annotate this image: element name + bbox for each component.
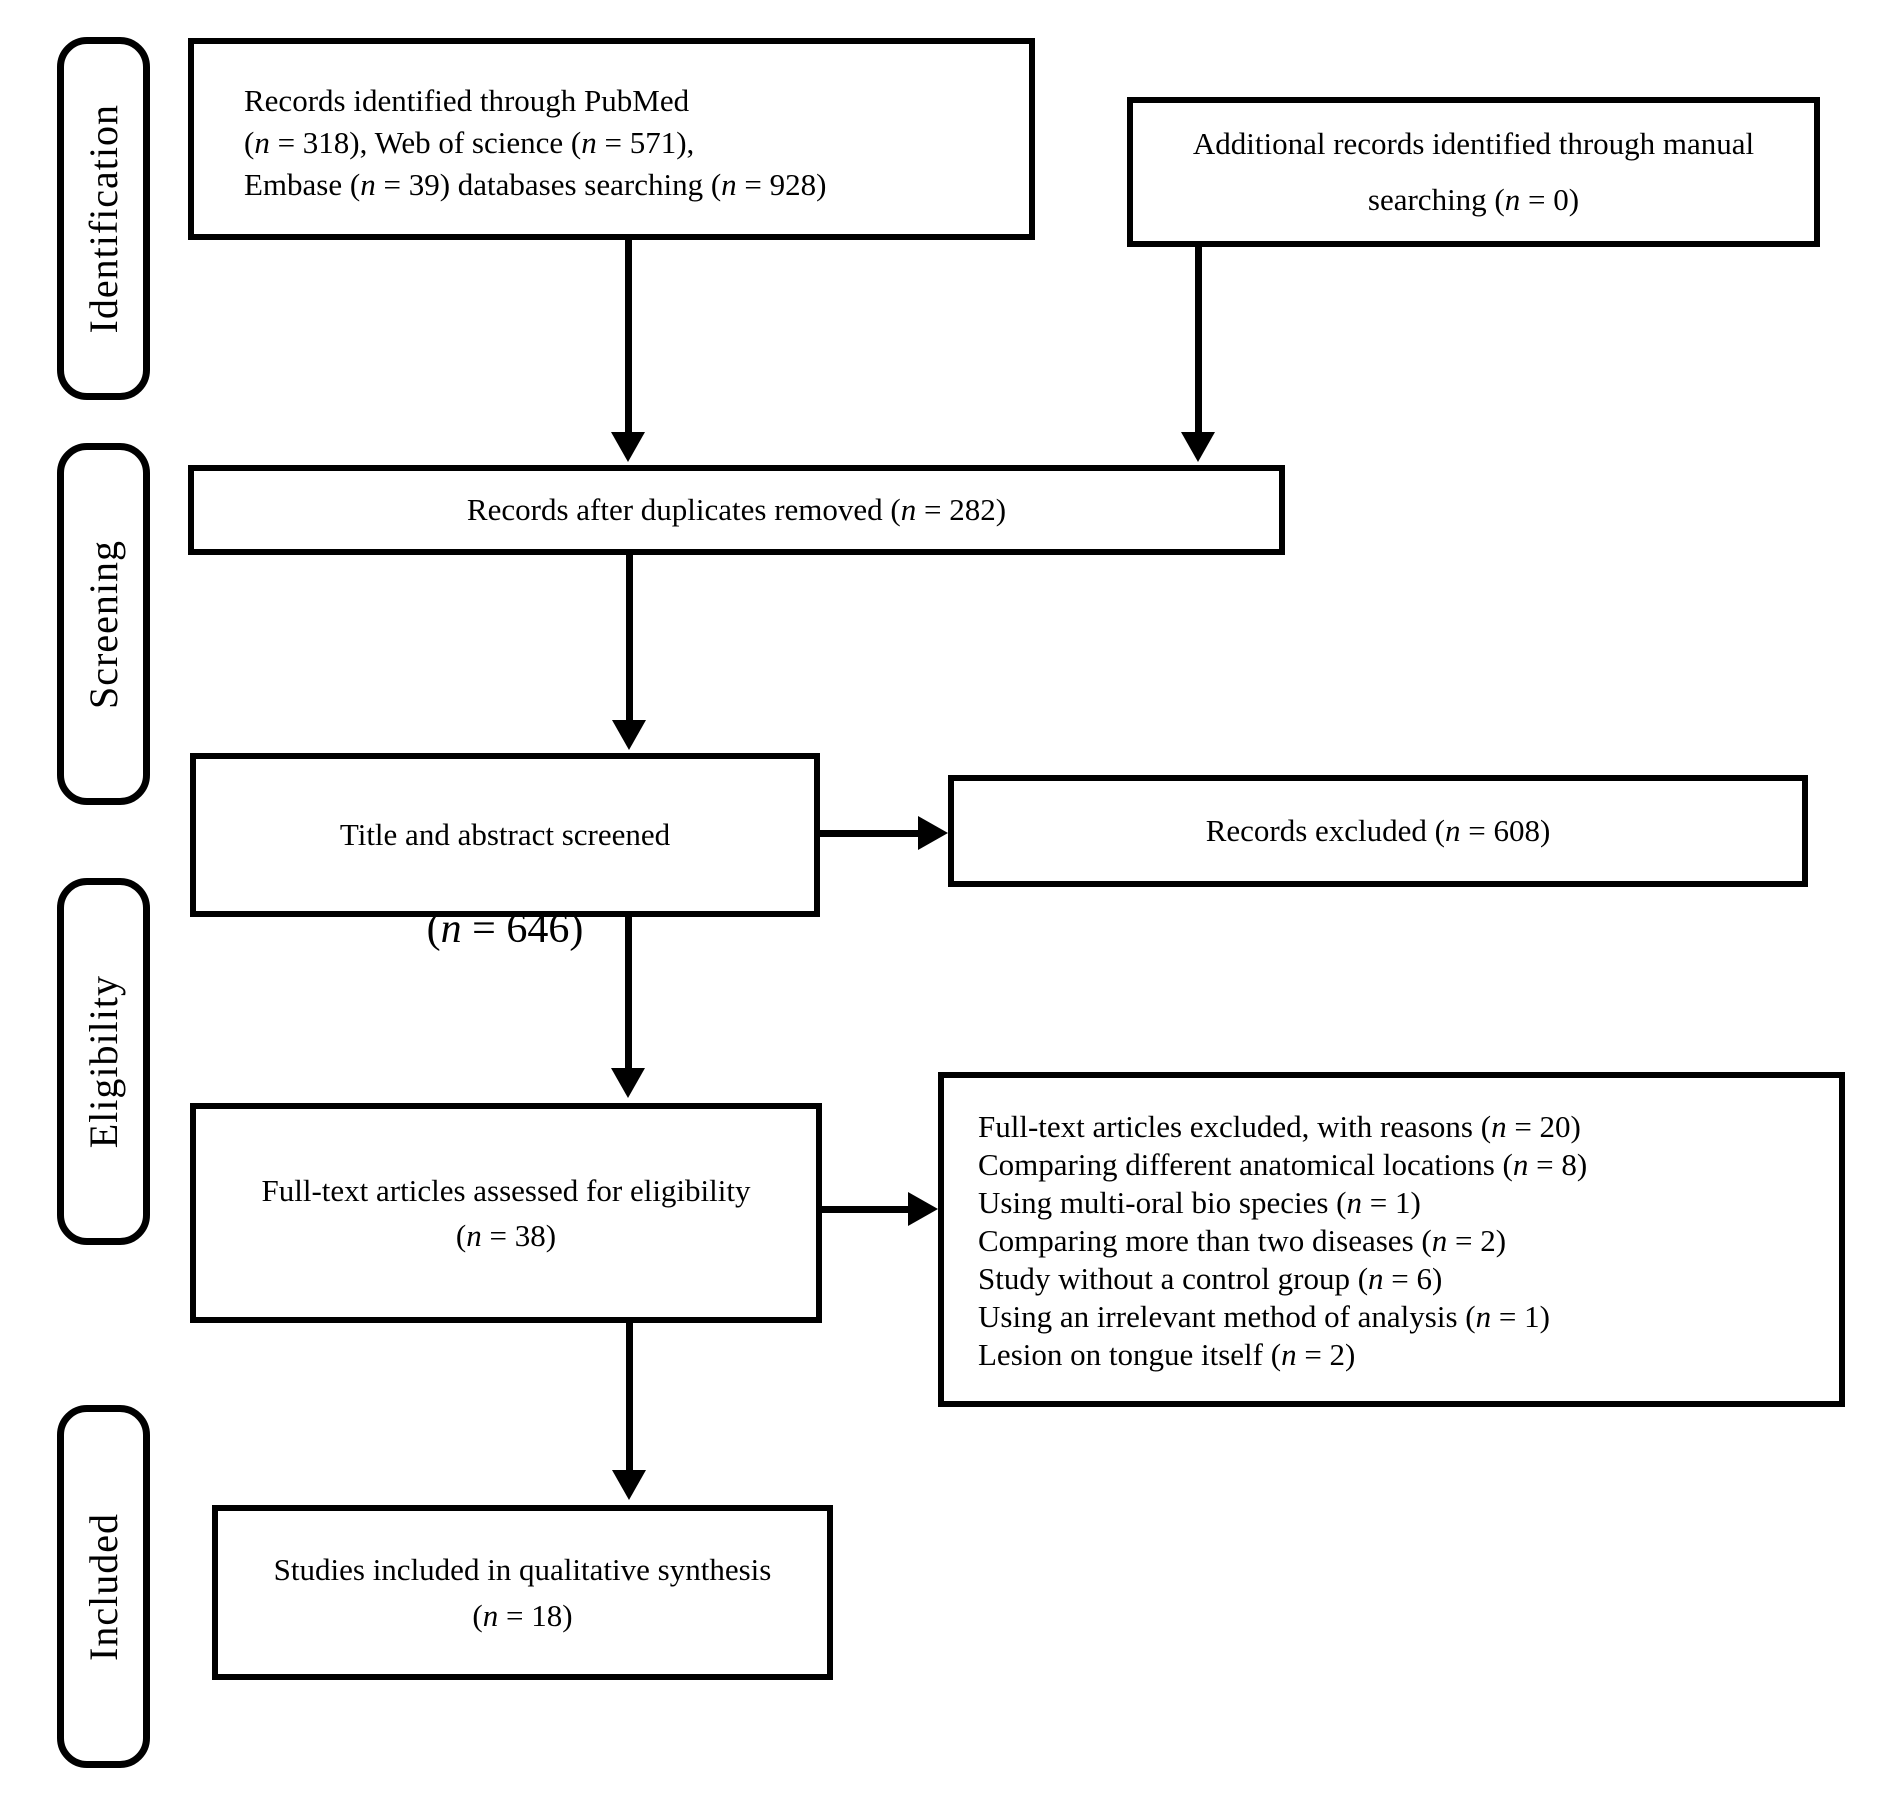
fulltext-excluded-line-5: Study without a control group (n = 6): [978, 1261, 1443, 1296]
arrowhead-down-icon: [611, 1068, 645, 1098]
arrow-screened-to-excluded: [820, 816, 948, 850]
box-fulltext-assessed: Full-text articles assessed for eligibil…: [190, 1103, 822, 1323]
stage-label-included: Included: [57, 1405, 150, 1768]
records-identified-line-2: (n = 318), Web of science (n = 571),: [244, 125, 695, 160]
title-abstract-count: (n = 646): [426, 906, 584, 952]
records-identified-line-3: Embase (n = 39) databases searching (n =…: [244, 167, 827, 202]
stage-label-identification-text: Identification: [81, 103, 126, 334]
arrowhead-down-icon: [612, 720, 646, 750]
arrowhead-right-icon: [908, 1192, 938, 1226]
fulltext-assessed-line-2: (n = 38): [455, 1218, 557, 1253]
arrow-shaft: [624, 917, 632, 1068]
stage-label-screening-text: Screening: [81, 539, 126, 709]
arrow-shaft: [822, 1205, 908, 1213]
box-duplicates-removed: Records after duplicates removed (n = 28…: [188, 465, 1285, 555]
fulltext-excluded-line-6: Using an irrelevant method of analysis (…: [978, 1299, 1550, 1334]
arrowhead-down-icon: [1181, 432, 1215, 462]
arrow-shaft: [625, 1323, 633, 1470]
arrow-shaft: [820, 829, 918, 837]
arrow-additional-to-duplicates: [1181, 247, 1215, 462]
arrow-shaft: [1194, 247, 1202, 432]
arrowhead-down-icon: [611, 432, 645, 462]
arrow-screened-to-fulltext: [611, 917, 645, 1098]
additional-records-line-2: searching (n = 0): [1367, 182, 1580, 217]
stage-label-eligibility-text: Eligibility: [81, 974, 126, 1149]
stage-label-identification: Identification: [57, 37, 150, 400]
arrow-shaft: [625, 555, 633, 720]
arrow-fulltext-to-included: [612, 1323, 646, 1500]
arrow-duplicates-to-screened: [612, 555, 646, 750]
additional-records-line-1: Additional records identified through ma…: [1192, 126, 1755, 161]
fulltext-excluded-line-1: Full-text articles excluded, with reason…: [978, 1109, 1581, 1144]
box-records-identified: Records identified through PubMed (n = 3…: [188, 38, 1035, 240]
fulltext-excluded-line-4: Comparing more than two diseases (n = 2): [978, 1223, 1507, 1258]
arrow-fulltext-to-reasons: [822, 1192, 938, 1226]
fulltext-excluded-line-2: Comparing different anatomical locations…: [978, 1147, 1588, 1182]
arrowhead-down-icon: [612, 1470, 646, 1500]
records-excluded-text: Records excluded (n = 608): [1205, 813, 1551, 848]
records-identified-line-1: Records identified through PubMed: [244, 83, 690, 118]
arrowhead-right-icon: [918, 816, 948, 850]
box-title-abstract-screened: Title and abstract screened: [190, 753, 820, 917]
arrow-identified-to-duplicates: [611, 240, 645, 462]
arrow-shaft: [624, 240, 632, 432]
box-fulltext-excluded-reasons: Full-text articles excluded, with reason…: [938, 1072, 1845, 1407]
stage-label-included-text: Included: [81, 1512, 126, 1661]
box-records-excluded: Records excluded (n = 608): [948, 775, 1808, 887]
fulltext-assessed-line-1: Full-text articles assessed for eligibil…: [261, 1173, 751, 1208]
studies-included-line-2: (n = 18): [472, 1597, 573, 1633]
studies-included-line-1: Studies included in qualitative synthesi…: [273, 1551, 772, 1587]
box-additional-records: Additional records identified through ma…: [1127, 97, 1820, 247]
stage-label-eligibility: Eligibility: [57, 878, 150, 1245]
fulltext-excluded-line-7: Lesion on tongue itself (n = 2): [978, 1337, 1356, 1372]
stage-label-screening: Screening: [57, 443, 150, 805]
box-studies-included: Studies included in qualitative synthesi…: [212, 1505, 833, 1680]
duplicates-removed-text: Records after duplicates removed (n = 28…: [466, 492, 1007, 527]
title-abstract-text: Title and abstract screened: [339, 817, 671, 852]
fulltext-excluded-line-3: Using multi-oral bio species (n = 1): [978, 1185, 1421, 1220]
